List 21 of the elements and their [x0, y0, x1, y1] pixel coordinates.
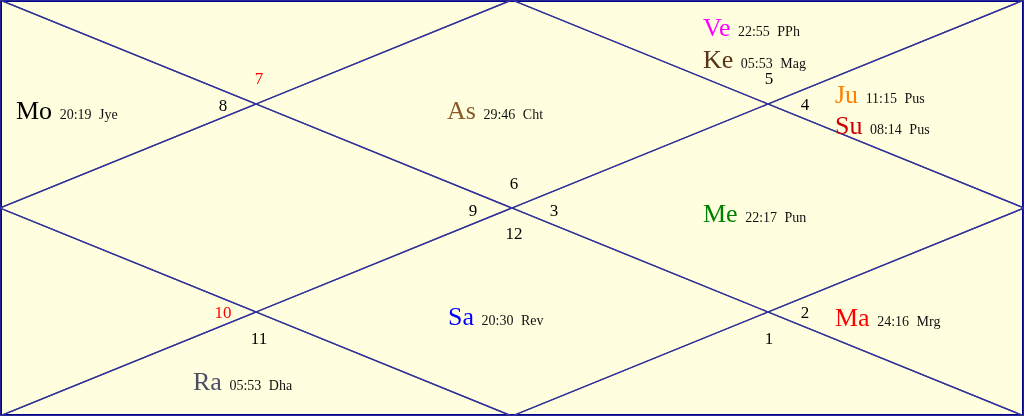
planet-label: Me 22:17 Pun: [703, 201, 807, 227]
sign-number: 2: [800, 303, 810, 321]
sign-number: 7: [254, 69, 264, 87]
sign-number: 1: [764, 329, 774, 347]
planet-label: Ve 22:55 PPh: [703, 15, 800, 41]
sign-number: 4: [800, 95, 810, 113]
house-triangle: [0, 0, 256, 208]
sign-number: 8: [218, 96, 228, 114]
sign-number: 11: [250, 329, 268, 347]
planet-label: Ma 24:16 Mrg: [835, 305, 941, 331]
sign-number: 12: [505, 224, 523, 242]
planet-label: Su 08:14 Pus: [835, 113, 930, 139]
planet-label: Mo 20:19 Jye: [16, 98, 118, 124]
planet-label: As 29:46 Cht: [447, 98, 544, 124]
sign-number: 3: [549, 201, 559, 219]
planet-label: Ju 11:15 Pus: [835, 82, 925, 108]
sign-number: 9: [468, 201, 478, 219]
sign-number: 10: [214, 303, 232, 321]
planet-label: Sa 20:30 Rev: [448, 304, 544, 330]
sign-number: 6: [509, 174, 519, 192]
planet-label: Ra 05:53 Dha: [193, 369, 293, 395]
